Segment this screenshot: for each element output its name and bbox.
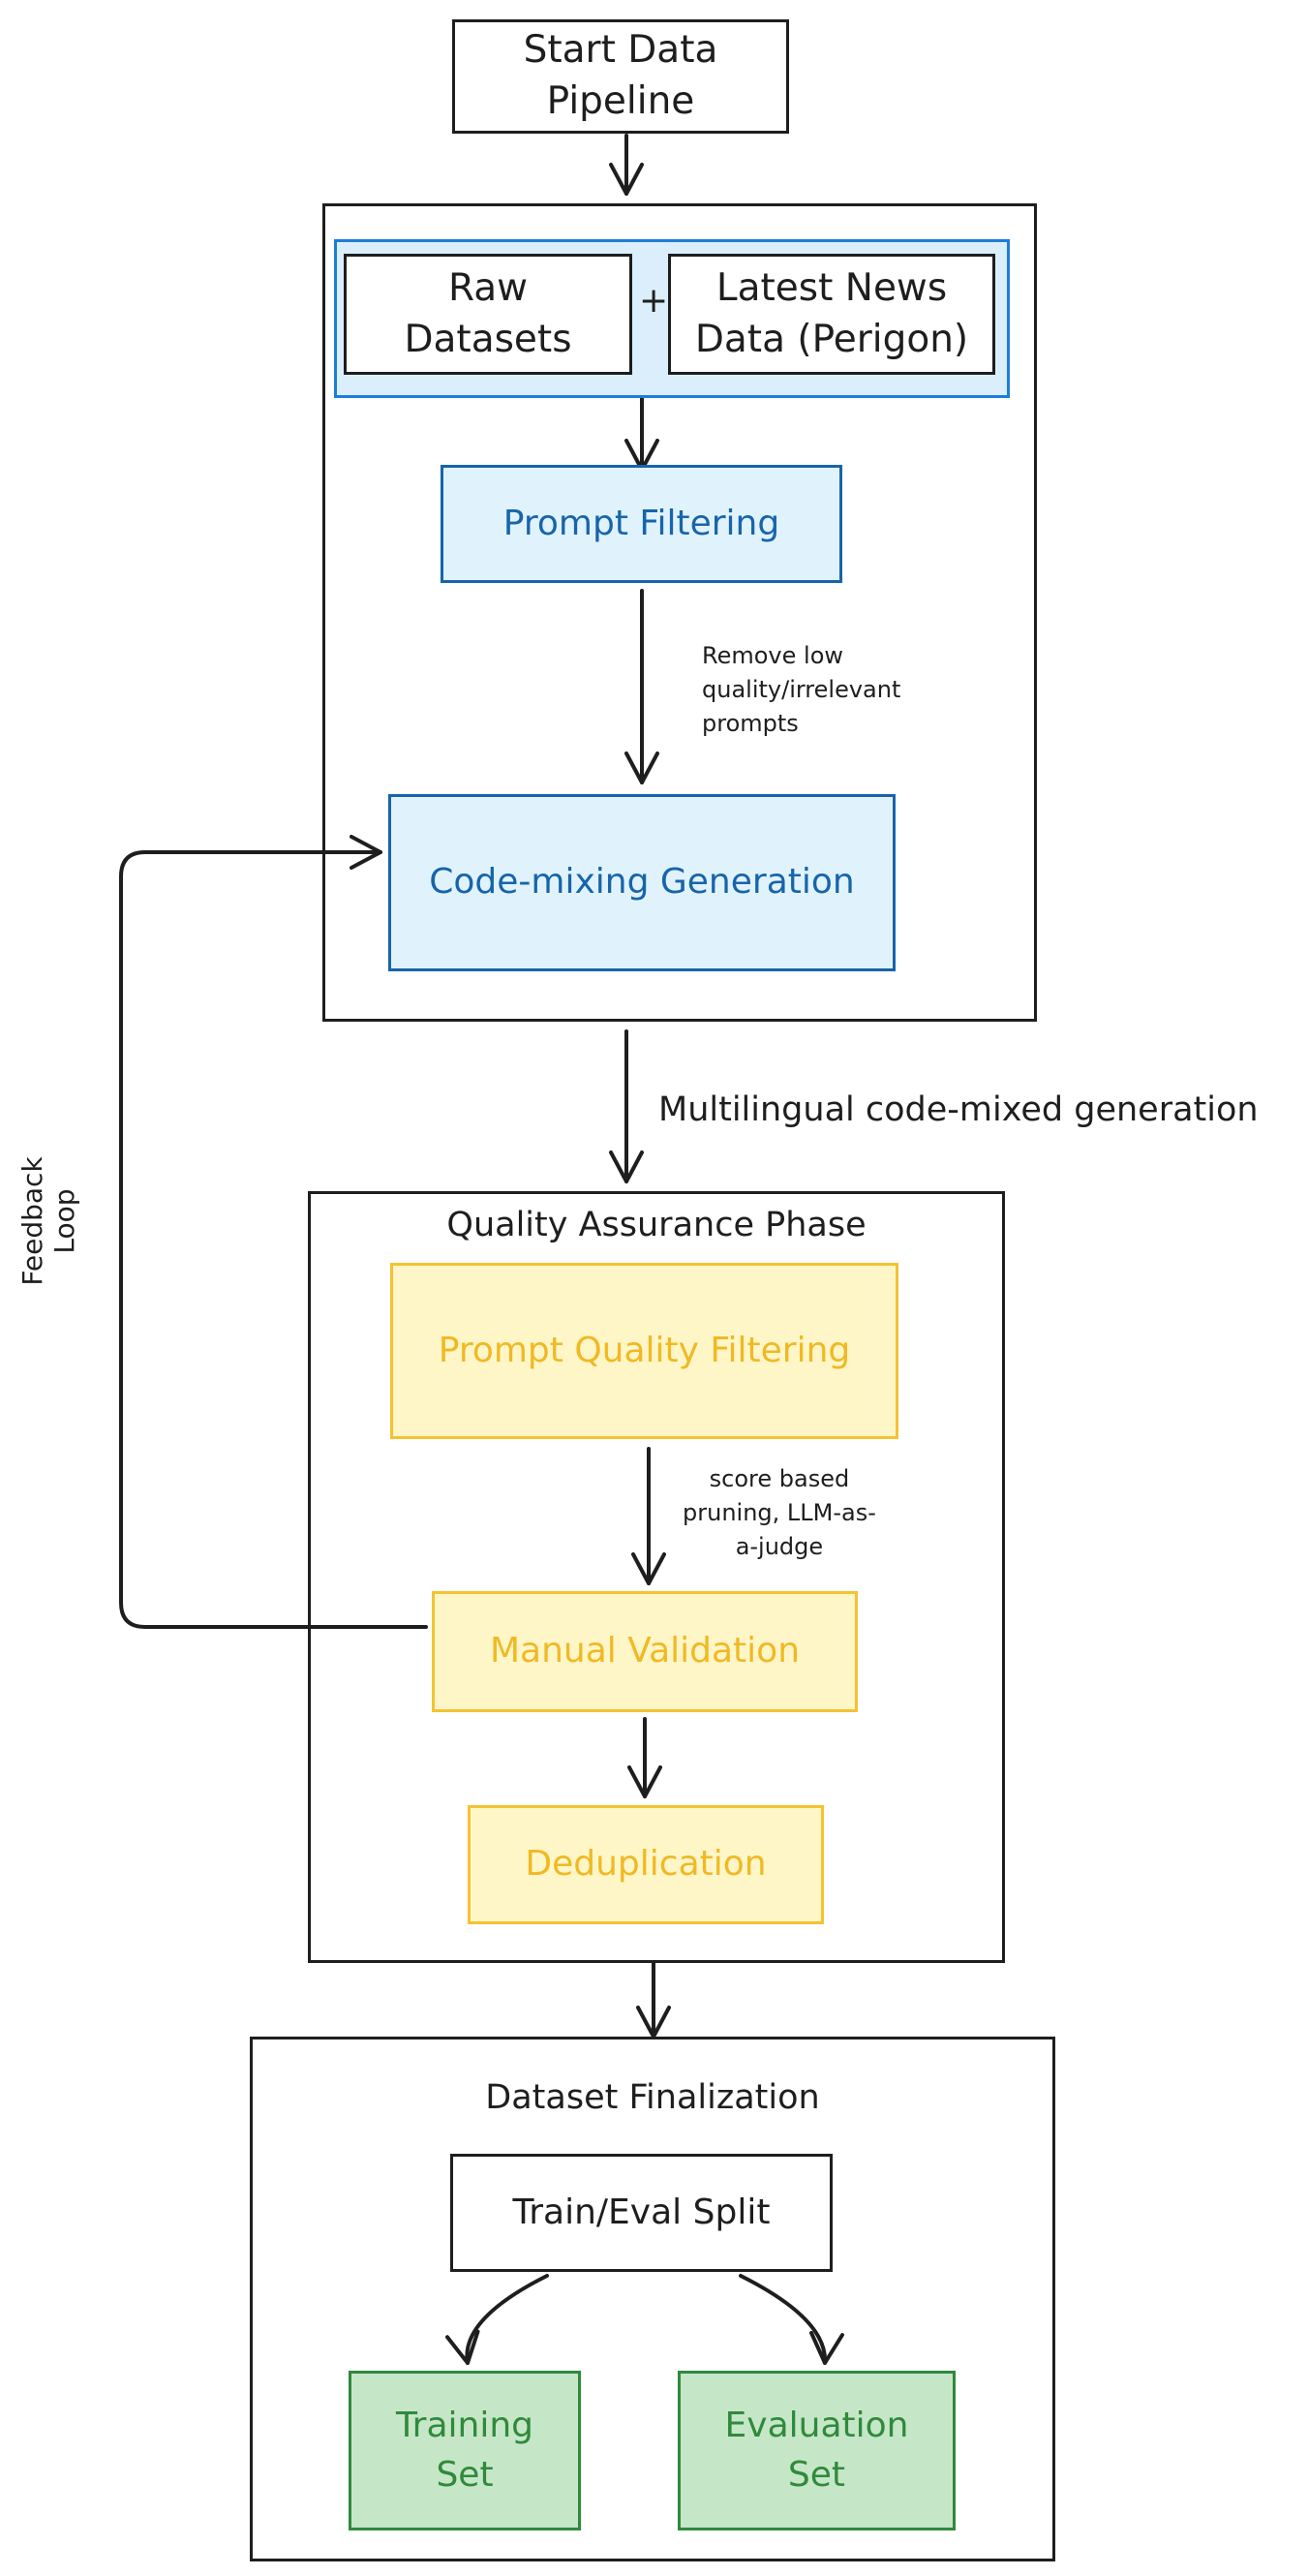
manual-validation-label: Manual Validation (489, 1631, 801, 1671)
latest-news-label: Latest News Data (Perigon) (694, 265, 969, 361)
dataset-finalization-title: Dataset Finalization (485, 2078, 820, 2117)
training-set-label: Training Set (395, 2406, 534, 2495)
raw-datasets-label: Raw Datasets (404, 265, 572, 361)
quality-assurance-container: Quality Assurance Phase (308, 1191, 1005, 1963)
plus-sign: + (639, 281, 669, 321)
arrow-split-to-evaluation (739, 2274, 844, 2365)
evaluation-set-node: Evaluation Set (678, 2371, 956, 2530)
train-eval-split-node: Train/Eval Split (450, 2154, 833, 2272)
score-based-label: score based pruning, LLM-as- a-judge (683, 1465, 876, 1560)
arrow-feedback-loop (119, 835, 428, 1629)
generation-container (322, 203, 1037, 1022)
remove-low-quality-label: Remove low quality/irrelevant prompts (702, 642, 901, 737)
deduplication-node: Deduplication (468, 1805, 824, 1924)
code-mixing-label: Code-mixing Generation (429, 862, 855, 903)
prompt-quality-node: Prompt Quality Filtering (390, 1263, 898, 1439)
raw-datasets-node: Raw Datasets (344, 254, 632, 375)
prompt-filtering-node: Prompt Filtering (441, 465, 842, 583)
start-label: Start Data Pipeline (523, 28, 718, 123)
manual-validation-node: Manual Validation (432, 1591, 858, 1712)
latest-news-node: Latest News Data (Perigon) (668, 254, 995, 375)
quality-assurance-title: Quality Assurance Phase (446, 1206, 867, 1244)
prompt-filtering-label: Prompt Filtering (502, 503, 780, 543)
train-eval-split-label: Train/Eval Split (512, 2192, 771, 2232)
prompt-quality-label: Prompt Quality Filtering (438, 1330, 851, 1370)
dataset-finalization-container: Dataset Finalization (250, 2037, 1055, 2561)
code-mixing-node: Code-mixing Generation (388, 794, 896, 971)
training-set-node: Training Set (349, 2371, 581, 2530)
feedback-loop-label: Feedback Loop (16, 1156, 80, 1286)
deduplication-label: Deduplication (525, 1844, 767, 1885)
multilingual-label: Multilingual code-mixed generation (658, 1090, 1259, 1129)
arrow-split-to-training (445, 2274, 549, 2365)
evaluation-set-label: Evaluation Set (724, 2406, 909, 2495)
start-node: Start Data Pipeline (452, 19, 789, 134)
